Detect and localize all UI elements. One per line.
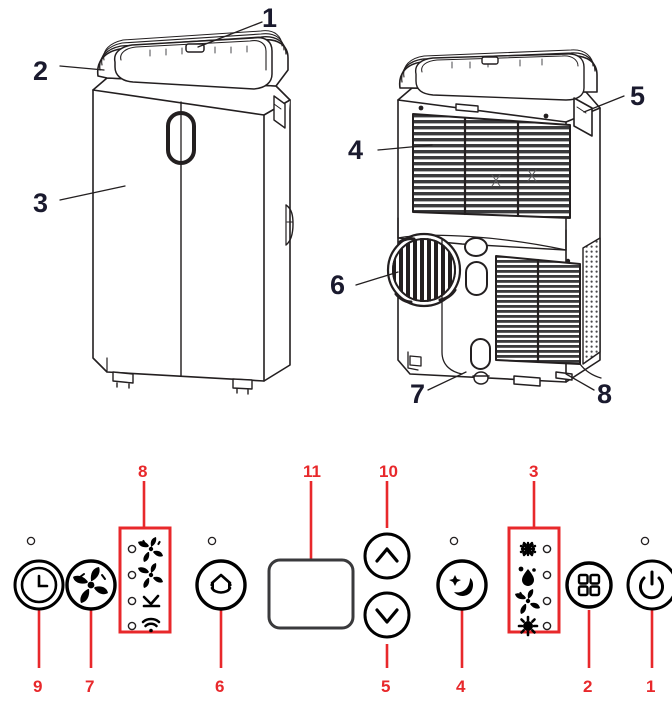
fan-low-icon bbox=[138, 563, 163, 588]
grid-squares-icon bbox=[577, 573, 601, 597]
chevron-down-icon bbox=[375, 608, 399, 624]
indicator-callout-3: 3 bbox=[529, 462, 539, 481]
sun-icon bbox=[517, 615, 539, 637]
power-callout-1: 1 bbox=[646, 677, 656, 696]
rear-casters bbox=[472, 371, 573, 387]
front-callout-3: 3 bbox=[33, 188, 49, 218]
fan-auto-led bbox=[127, 596, 137, 606]
indicator-callout-8: 8 bbox=[138, 462, 148, 481]
timer-callout-9: 9 bbox=[33, 677, 43, 696]
rear-callout-5: 5 bbox=[630, 81, 646, 111]
rear-callout-7: 7 bbox=[410, 379, 426, 409]
upper-air-filter bbox=[412, 103, 571, 219]
fan-high-led bbox=[127, 544, 137, 554]
rear-callout-4: 4 bbox=[348, 135, 364, 165]
up-callout-10: 10 bbox=[379, 462, 398, 481]
rear-leader-lines bbox=[355, 95, 625, 391]
power-led bbox=[640, 536, 650, 546]
drain-ports bbox=[464, 237, 491, 370]
sleep-led bbox=[449, 536, 459, 546]
water-drop-icon bbox=[518, 566, 536, 586]
led-display[interactable] bbox=[267, 558, 355, 630]
fan-mode-icon bbox=[515, 589, 540, 614]
front-casters bbox=[112, 371, 253, 395]
front-callout-2: 2 bbox=[33, 56, 49, 86]
rear-callout-8: 8 bbox=[597, 379, 613, 409]
down-callout-5: 5 bbox=[381, 677, 391, 696]
fan-speed-button[interactable] bbox=[65, 559, 117, 611]
up-button[interactable] bbox=[363, 532, 411, 580]
sleep-button[interactable] bbox=[436, 536, 488, 611]
chevron-up-icon bbox=[375, 547, 399, 563]
fan-speed-indicator-group bbox=[118, 526, 172, 634]
swing-arrowheads bbox=[210, 581, 232, 589]
fan-high-icon bbox=[138, 537, 163, 562]
rear-unit-body bbox=[355, 49, 625, 391]
wifi-icon bbox=[141, 617, 161, 633]
mode-button[interactable] bbox=[565, 561, 613, 609]
heat-mode-led bbox=[542, 621, 552, 631]
down-button[interactable] bbox=[363, 591, 411, 639]
fan-callout-7: 7 bbox=[85, 677, 95, 696]
front-leader-lines bbox=[59, 21, 263, 377]
front-unit-body bbox=[59, 21, 294, 395]
sleep-callout-4: 4 bbox=[456, 677, 466, 696]
dry-mode-led bbox=[542, 570, 552, 580]
swing-callout-6: 6 bbox=[215, 677, 225, 696]
wifi-led bbox=[127, 621, 137, 631]
snowflake-icon bbox=[519, 541, 537, 557]
power-button[interactable] bbox=[626, 536, 672, 611]
moon-icon bbox=[454, 578, 474, 596]
cool-mode-led bbox=[542, 544, 552, 554]
mode-indicator-group bbox=[507, 526, 561, 637]
power-icon bbox=[639, 570, 664, 600]
swing-icon bbox=[210, 573, 232, 594]
swing-led bbox=[207, 536, 217, 546]
panel-leader-lines-bottom bbox=[37, 610, 654, 668]
rear-callout-6: 6 bbox=[330, 270, 346, 300]
panel-leader-lines-top bbox=[142, 481, 536, 560]
sparkle-icon bbox=[449, 575, 461, 586]
fan-icon bbox=[73, 567, 108, 603]
front-callout-1: 1 bbox=[262, 3, 278, 33]
timer-led bbox=[26, 536, 36, 546]
fan-low-led bbox=[127, 570, 137, 580]
fan-mode-led bbox=[542, 596, 552, 606]
swing-button[interactable] bbox=[195, 536, 247, 611]
display-callout-11: 11 bbox=[303, 462, 321, 481]
mode-callout-2: 2 bbox=[583, 677, 593, 696]
timer-button[interactable] bbox=[13, 536, 65, 611]
fan-auto-icon bbox=[142, 594, 161, 608]
